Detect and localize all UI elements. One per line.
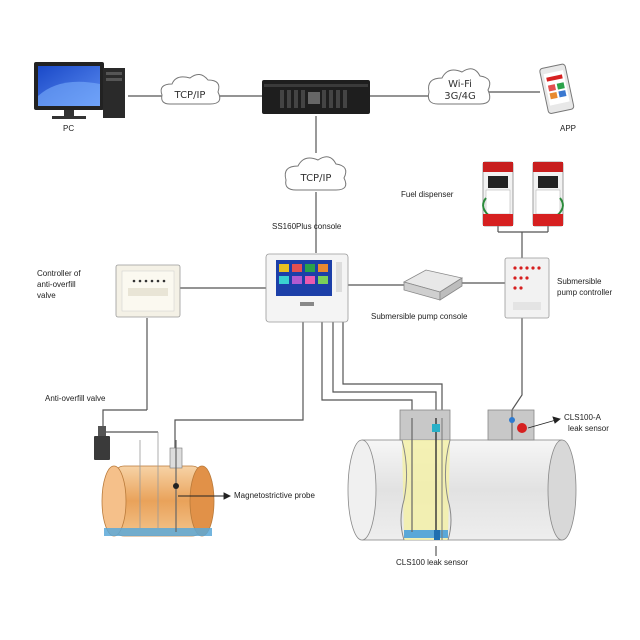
cls100a-label-2: leak sensor	[568, 424, 609, 433]
submersible-controller-label-1: Submersible	[557, 277, 602, 286]
submersible-pump-controller	[504, 257, 550, 319]
cloud-icon: TCP/IP	[160, 74, 221, 105]
controller-label-2: anti-overfill	[37, 280, 76, 289]
cls100-label: CLS100 leak sensor	[396, 558, 469, 567]
fuel-dispenser-icon	[482, 161, 514, 227]
pointer-arrows	[178, 416, 561, 556]
app-label: APP	[560, 124, 577, 133]
anti-overfill-controller	[115, 264, 181, 318]
anti-overfill-valve-label: Anti-overfill valve	[45, 394, 106, 403]
submersible-controller-label-2: pump controller	[557, 288, 613, 297]
fuel-dispenser-icon	[532, 161, 564, 227]
controller-label-1: Controller of	[37, 269, 81, 278]
pc-label: PC	[63, 124, 75, 133]
small-tank	[101, 432, 215, 537]
ss160plus-console	[265, 253, 349, 323]
server-icon	[262, 80, 370, 114]
cloud-icon: TCP/IP	[284, 156, 347, 191]
cloud-icon: Wi-Fi 3G/4G	[427, 68, 491, 105]
network-label: 3G/4G	[444, 91, 476, 102]
large-tank	[347, 409, 577, 541]
smartphone-icon	[539, 63, 575, 114]
submersible-console-label: Submersible pump console	[371, 312, 468, 321]
controller-label-3: valve	[37, 291, 56, 300]
connection-wires	[102, 91, 549, 450]
console-label: SS160Plus console	[272, 222, 342, 231]
tcpip-top-label: TCP/IP	[174, 90, 206, 101]
magneto-probe-label: Magnetostrictive probe	[234, 491, 315, 500]
cls100a-label-1: CLS100-A	[564, 413, 601, 422]
submersible-pump-console	[402, 269, 464, 301]
fuel-dispenser-label: Fuel dispenser	[401, 190, 454, 199]
pc-monitor-icon	[34, 62, 125, 119]
tcpip-mid-label: TCP/IP	[300, 173, 332, 184]
wifi-label: Wi-Fi	[448, 79, 472, 90]
anti-overfill-valve	[94, 426, 110, 460]
